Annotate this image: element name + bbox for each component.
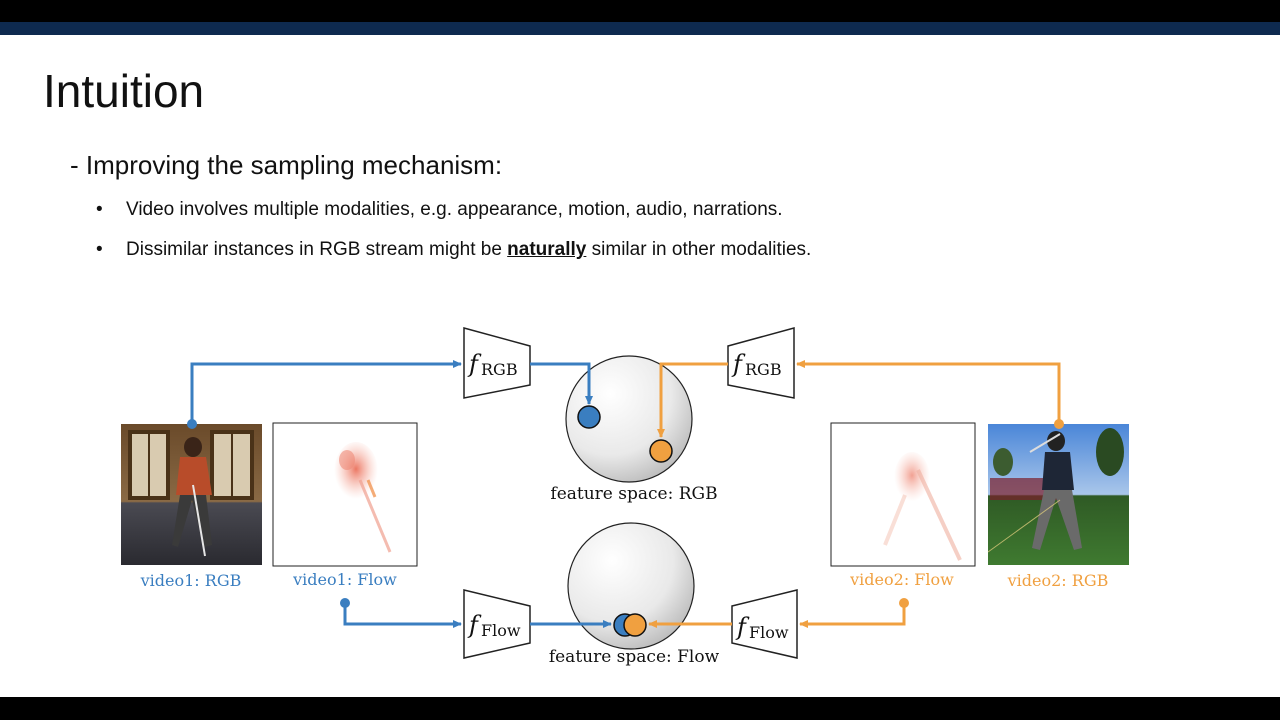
feature-space-rgb-label: feature space: RGB <box>550 484 717 504</box>
video1-flow-path <box>340 598 612 628</box>
bullet-text-after: similar in other modalities. <box>586 239 812 260</box>
slide-heading: - Improving the sampling mechanism: <box>70 150 503 180</box>
encoder-subscript: RGB <box>745 360 782 379</box>
bullet-text: Video involves multiple modalities, e.g.… <box>126 199 783 220</box>
encoder-flow-right: f Flow <box>731 589 798 659</box>
encoder-subscript: Flow <box>481 621 521 640</box>
video1-flow-image <box>272 422 418 567</box>
header-band <box>0 22 1280 35</box>
bullet-text: Dissimilar instances in RGB stream might… <box>126 239 811 262</box>
video2-flow-embedding-point <box>623 613 647 637</box>
video2-rgb-path <box>657 360 1064 438</box>
video2-rgb-image <box>987 424 1129 565</box>
video2-rgb-label: video2: RGB <box>1007 571 1109 590</box>
encoder-subscript: RGB <box>481 360 518 379</box>
video1-rgb-embedding-point <box>577 405 601 429</box>
encoder-rgb-left: f RGB <box>463 327 531 399</box>
video1-rgb-image <box>121 424 262 565</box>
video1-rgb-label: video1: RGB <box>140 571 242 590</box>
top-black-bar <box>0 0 1280 22</box>
video2-flow-label: video2: Flow <box>849 570 954 589</box>
video2-rgb-embedding-point <box>649 439 673 463</box>
encoder-flow-left: f Flow <box>463 589 531 659</box>
encoder-rgb-right: f RGB <box>727 327 795 399</box>
video2-flow-image <box>830 422 976 567</box>
bullet-marker: • <box>96 199 103 220</box>
bullet-marker: • <box>96 239 103 260</box>
bottom-black-bar <box>0 697 1280 720</box>
bullet-text-before: Dissimilar instances in RGB stream might… <box>126 239 508 260</box>
video1-rgb-path <box>187 360 593 429</box>
encoder-subscript: Flow <box>749 623 789 642</box>
feature-sphere-flow <box>567 522 695 650</box>
bullet-emphasis: naturally <box>507 239 587 260</box>
video2-flow-path <box>648 598 909 628</box>
video1-flow-label: video1: Flow <box>292 570 397 589</box>
slide-title: Intuition <box>43 65 205 117</box>
feature-space-flow-label: feature space: Flow <box>549 647 720 667</box>
